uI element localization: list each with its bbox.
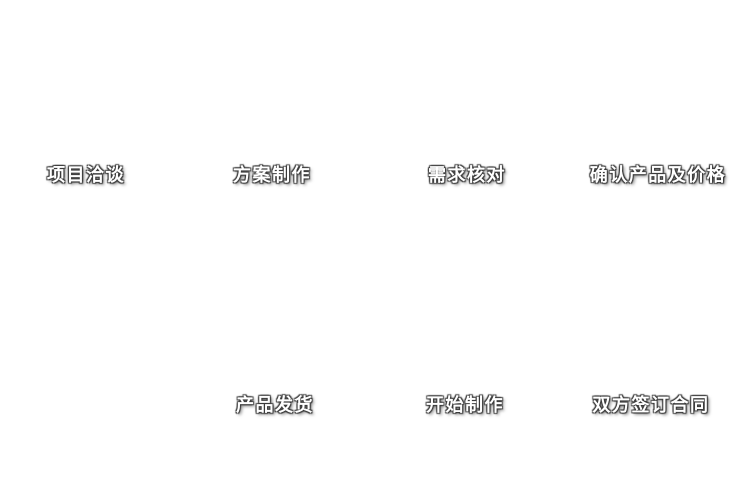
step-confirm-product-and-price: 确认产品及价格	[589, 165, 727, 186]
step-product-shipping: 产品发货	[236, 395, 314, 416]
step-proposal-creation: 方案制作	[233, 165, 311, 186]
step-project-negotiation: 项目洽谈	[47, 165, 125, 186]
step-sign-contract: 双方签订合同	[592, 395, 710, 416]
step-requirement-check: 需求核对	[428, 165, 506, 186]
step-start-production: 开始制作	[426, 395, 504, 416]
